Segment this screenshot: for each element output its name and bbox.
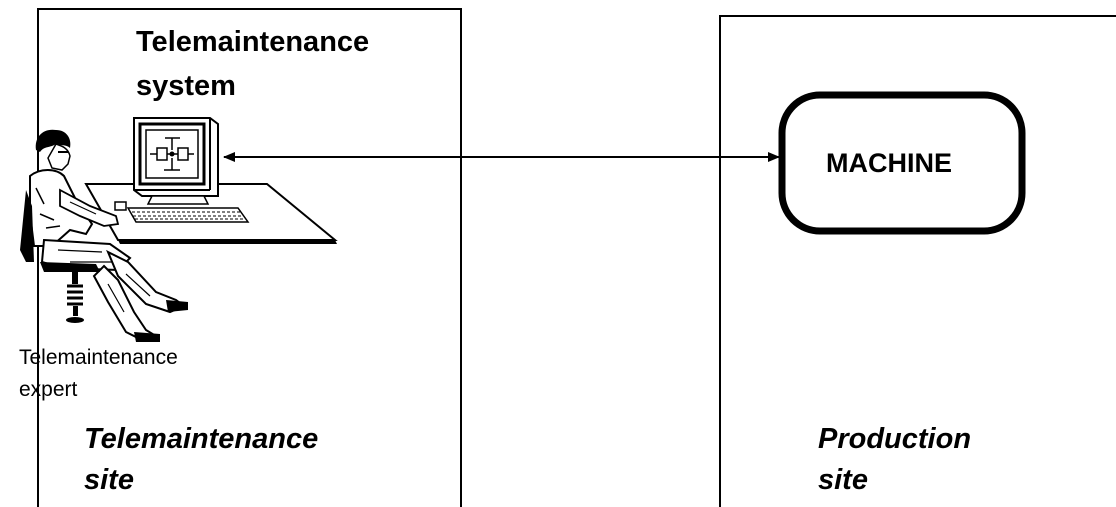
telemaintenance-site-label-line2: site	[84, 464, 134, 496]
production-site-label-line2: site	[818, 464, 868, 496]
computer-monitor-icon	[133, 117, 219, 205]
production-site-frame	[719, 15, 1116, 507]
telemaintenance-system-title-line1: Telemaintenance	[136, 26, 370, 58]
keyboard-icon	[126, 207, 250, 223]
machine-box	[778, 91, 1026, 235]
expert-label-line2: expert	[19, 378, 78, 401]
machine-label: MACHINE	[826, 148, 952, 178]
telemaintenance-site-label-line1: Telemaintenance	[84, 423, 319, 455]
telemaintenance-site-frame	[37, 8, 462, 507]
expert-figure	[20, 129, 188, 342]
telemaintenance-system-title-line2: system	[136, 70, 236, 102]
expert-at-workstation-illustration	[20, 117, 338, 342]
expert-label-line1: Telemaintenance	[19, 346, 178, 369]
production-site-label-line1: Production	[818, 423, 972, 455]
